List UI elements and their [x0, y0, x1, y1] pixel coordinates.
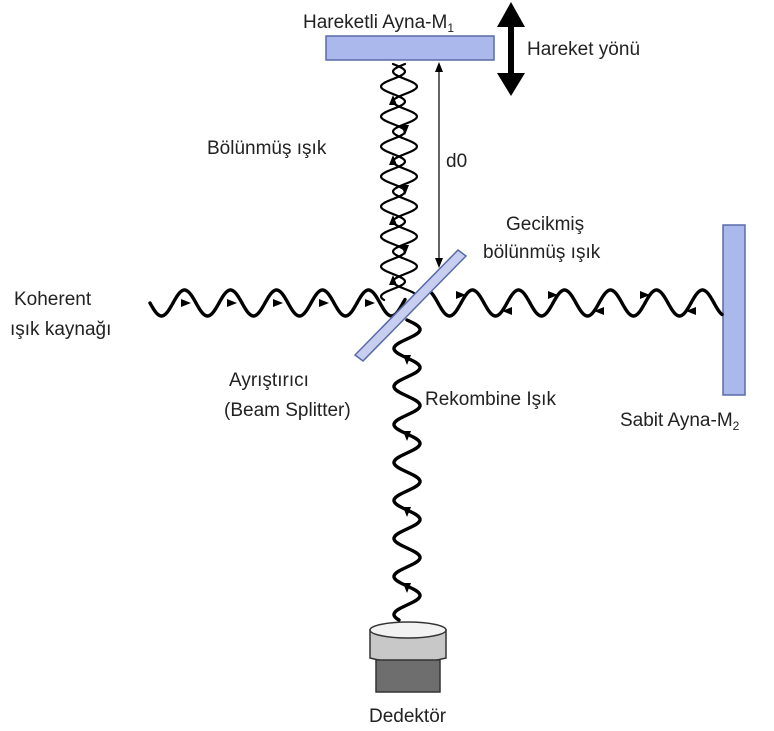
moving-mirror: [325, 35, 495, 61]
wave-arrowhead: [319, 299, 329, 307]
delayed-split-light-label: Gecikmiş bölünmüş ışık: [483, 214, 601, 263]
wave-arrowhead: [401, 245, 409, 255]
split-light-wave-outgoing: [380, 62, 406, 302]
wave-arrowhead: [181, 299, 191, 307]
wave-arrowhead: [403, 507, 411, 517]
recombined-light-wave: [392, 318, 422, 622]
wave-arrowhead: [389, 215, 397, 225]
motion-direction-arrow-icon: [497, 2, 525, 96]
wave-arrowhead: [502, 307, 512, 315]
wave-arrowhead: [686, 307, 696, 315]
beam-splitter: [353, 249, 468, 362]
motion-direction-label: Hareket yönü: [527, 39, 640, 60]
wave-arrowhead: [365, 299, 375, 307]
fixed-mirror-label: Sabit Ayna-M2: [620, 410, 740, 433]
wave-arrowhead: [389, 275, 397, 285]
coherent-source-label: Koherent ışık kaynağı: [10, 289, 111, 340]
detector-icon: [369, 621, 447, 693]
wave-arrowhead: [548, 291, 558, 299]
detector-label: Dedektör: [369, 706, 447, 727]
fixed-mirror: [722, 224, 746, 396]
wave-arrowhead: [403, 583, 411, 593]
beam-splitter-label: Ayrıştırıcı (Beam Splitter): [224, 370, 351, 421]
distance-d0-label: d0: [446, 151, 467, 172]
recombined-light-label: Rekombine Işık: [425, 389, 556, 410]
reference-arm-wave: [413, 288, 724, 318]
split-light-label: Bölünmüş ışık: [207, 138, 327, 159]
wave-arrowhead: [640, 291, 650, 299]
wave-arrowhead: [389, 155, 397, 165]
wave-arrowhead: [273, 299, 283, 307]
wave-arrowhead: [594, 307, 604, 315]
wave-arrowhead: [456, 291, 466, 299]
wave-arrowhead: [227, 299, 237, 307]
wave-direction-arrows: [181, 95, 696, 593]
wave-arrowhead: [401, 125, 409, 135]
wave-arrowhead: [389, 95, 397, 105]
wave-arrowhead: [401, 185, 409, 195]
wave-arrowhead: [403, 431, 411, 441]
distance-d0-marker: [435, 62, 443, 268]
wave-arrowhead: [403, 355, 411, 365]
incoming-light-wave: [148, 288, 407, 318]
moving-mirror-label: Hareketli Ayna-M1: [303, 12, 454, 35]
